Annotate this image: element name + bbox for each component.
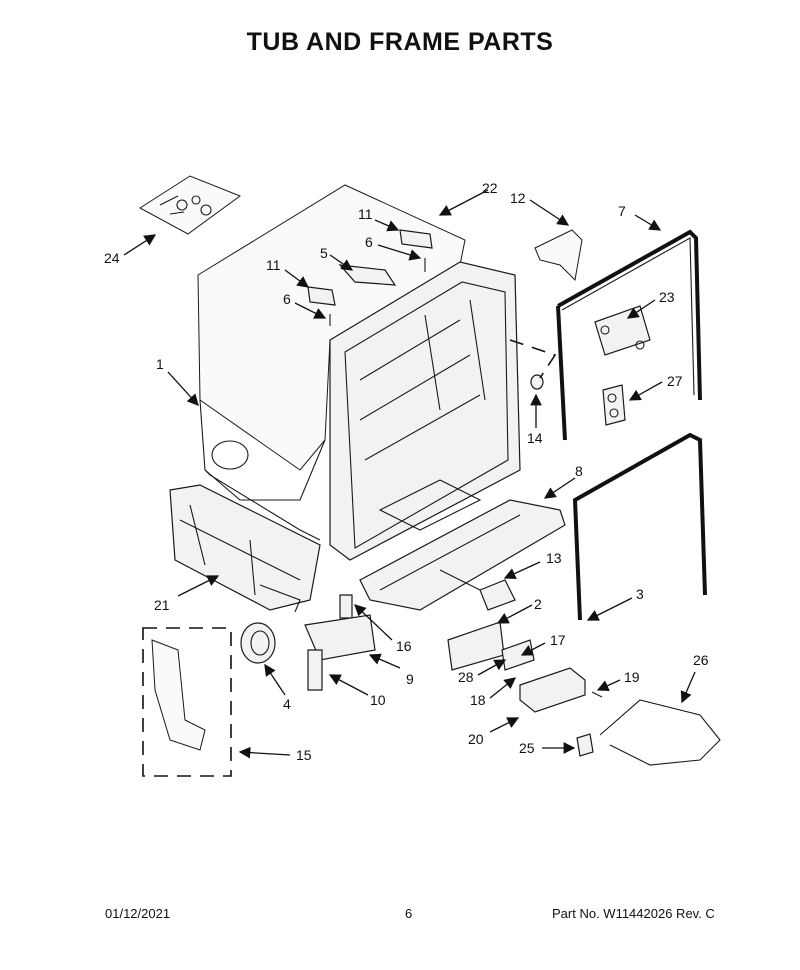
part-26-harness: [599, 699, 721, 766]
part-12-vent: [534, 229, 583, 282]
part-7-side-gasket: [556, 229, 702, 441]
callout-25: 25: [519, 740, 535, 756]
part-2-box: [447, 621, 505, 671]
part-11-clip-lower: [307, 286, 336, 306]
callout-14: 14: [527, 430, 543, 446]
footer-date: 01/12/2021: [105, 906, 171, 921]
part-16-spring: [339, 594, 353, 619]
callout-19: 19: [624, 669, 640, 685]
part-23-bracket: [594, 305, 651, 356]
callout-16: 16: [396, 638, 412, 654]
callout-6b: 6: [283, 291, 291, 307]
part-14-plug: [530, 374, 544, 390]
part-15-kit-box: [142, 627, 232, 777]
callout-11a: 11: [358, 206, 373, 222]
callout-24: 24: [104, 250, 120, 266]
part-19-screw: [591, 691, 603, 698]
footer-part-number: Part No. W11442026 Rev. C: [552, 906, 715, 921]
part-20-cover: [519, 667, 586, 713]
part-7-inner-edge: [561, 237, 695, 396]
part-10-hose: [307, 649, 323, 691]
callout-12: 12: [510, 190, 526, 206]
callout-27: 27: [667, 373, 683, 389]
callout-5: 5: [320, 245, 328, 261]
leader-lines: [123, 189, 696, 759]
part-18-board: [501, 639, 535, 671]
callout-11b: 11: [266, 257, 281, 273]
part-25-connector: [576, 733, 594, 757]
callout-28: 28: [458, 669, 474, 685]
part-9-sump: [304, 614, 376, 661]
callout-4: 4: [283, 696, 291, 712]
callout-2: 2: [534, 596, 542, 612]
callout-15: 15: [296, 747, 312, 763]
tub-interior: [329, 261, 521, 561]
callout-9: 9: [406, 671, 414, 687]
callout-21: 21: [154, 597, 170, 613]
callout-1: 1: [156, 356, 164, 372]
part-27-bracket: [602, 384, 626, 426]
part-24-hardware-bag: [139, 175, 242, 235]
callout-17: 17: [550, 632, 566, 648]
part-13-module: [479, 579, 516, 611]
part-4-pump-ring: [240, 622, 276, 664]
part-21-base-frame: [169, 484, 321, 613]
callout-22: 22: [482, 180, 498, 196]
part-8-base-rear: [359, 499, 566, 611]
callout-18: 18: [470, 692, 486, 708]
part-5-bracket: [338, 264, 397, 286]
callout-3: 3: [636, 586, 644, 602]
part-3-door-gasket: [572, 432, 707, 621]
page-title: TUB AND FRAME PARTS: [246, 28, 554, 56]
callout-6a: 6: [365, 234, 373, 250]
part-15-kit-parts: [151, 639, 206, 751]
callout-13: 13: [546, 550, 562, 566]
footer-page-number: 6: [405, 906, 413, 921]
callout-23: 23: [659, 289, 675, 305]
callout-26: 26: [693, 652, 709, 668]
part-14-guide: [509, 339, 557, 379]
callout-10: 10: [370, 692, 386, 708]
part-11-clip-upper: [399, 229, 433, 249]
callout-20: 20: [468, 731, 484, 747]
callout-8: 8: [575, 463, 583, 479]
callout-7: 7: [618, 203, 626, 219]
